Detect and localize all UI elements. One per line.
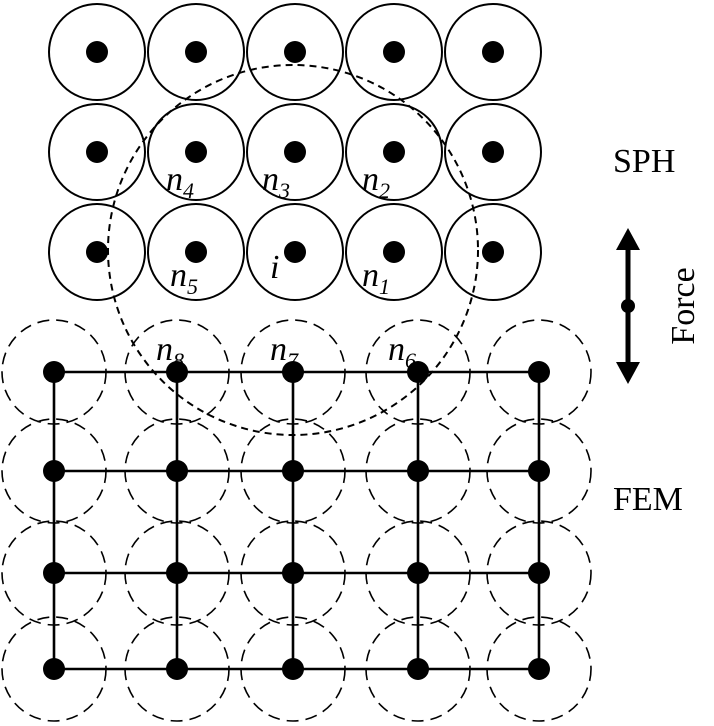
sph-region-label: SPH bbox=[613, 143, 675, 180]
sph-particle bbox=[246, 203, 344, 301]
fem-node bbox=[166, 460, 188, 482]
fem-node bbox=[407, 562, 429, 584]
fem-node bbox=[407, 658, 429, 680]
fem-node bbox=[528, 361, 550, 383]
force-label: Force bbox=[665, 267, 702, 344]
fem-mesh bbox=[1, 319, 592, 722]
arrow-up-icon bbox=[616, 228, 640, 250]
sph-particle bbox=[345, 103, 443, 201]
sph-particle bbox=[444, 103, 542, 201]
sph-particle bbox=[345, 3, 443, 101]
sph-particle bbox=[48, 203, 146, 301]
fem-node bbox=[166, 361, 188, 383]
sph-particle bbox=[147, 3, 245, 101]
sph-particle bbox=[147, 103, 245, 201]
node-labels: n4 n3 n2 n5 i n1 n8 n7 n6 bbox=[156, 161, 416, 373]
force-arrow bbox=[616, 228, 640, 384]
node-label-n2: n2 bbox=[362, 161, 390, 203]
arrow-down-icon bbox=[616, 362, 640, 384]
sph-particle bbox=[246, 103, 344, 201]
support-domain-circle bbox=[107, 64, 479, 436]
fem-region-label: FEM bbox=[613, 481, 683, 518]
node-label-n7: n7 bbox=[270, 331, 299, 373]
sph-particle-grid bbox=[48, 3, 542, 301]
fem-node bbox=[528, 658, 550, 680]
fem-node bbox=[43, 460, 65, 482]
fem-node bbox=[528, 562, 550, 584]
fem-node bbox=[407, 361, 429, 383]
fem-node bbox=[43, 658, 65, 680]
fem-node bbox=[407, 460, 429, 482]
fem-node bbox=[43, 562, 65, 584]
sph-particle bbox=[444, 3, 542, 101]
node-label-n4: n4 bbox=[166, 161, 194, 203]
fem-node bbox=[282, 361, 304, 383]
node-label-n5: n5 bbox=[170, 257, 198, 299]
node-label-n3: n3 bbox=[262, 161, 290, 203]
sph-particle bbox=[48, 3, 146, 101]
fem-node bbox=[282, 658, 304, 680]
sph-particle bbox=[444, 203, 542, 301]
fem-node bbox=[43, 361, 65, 383]
fem-node bbox=[166, 658, 188, 680]
sph-particle bbox=[147, 203, 245, 301]
node-label-n1: n1 bbox=[362, 257, 390, 299]
node-label-i: i bbox=[270, 249, 279, 286]
fem-node bbox=[166, 562, 188, 584]
node-label-n6: n6 bbox=[388, 331, 416, 373]
node-label-n8: n8 bbox=[156, 331, 184, 373]
fem-node bbox=[528, 460, 550, 482]
sph-particle bbox=[48, 103, 146, 201]
sph-particle bbox=[345, 203, 443, 301]
fem-node bbox=[282, 460, 304, 482]
sph-particle bbox=[246, 3, 344, 101]
fem-node bbox=[282, 562, 304, 584]
